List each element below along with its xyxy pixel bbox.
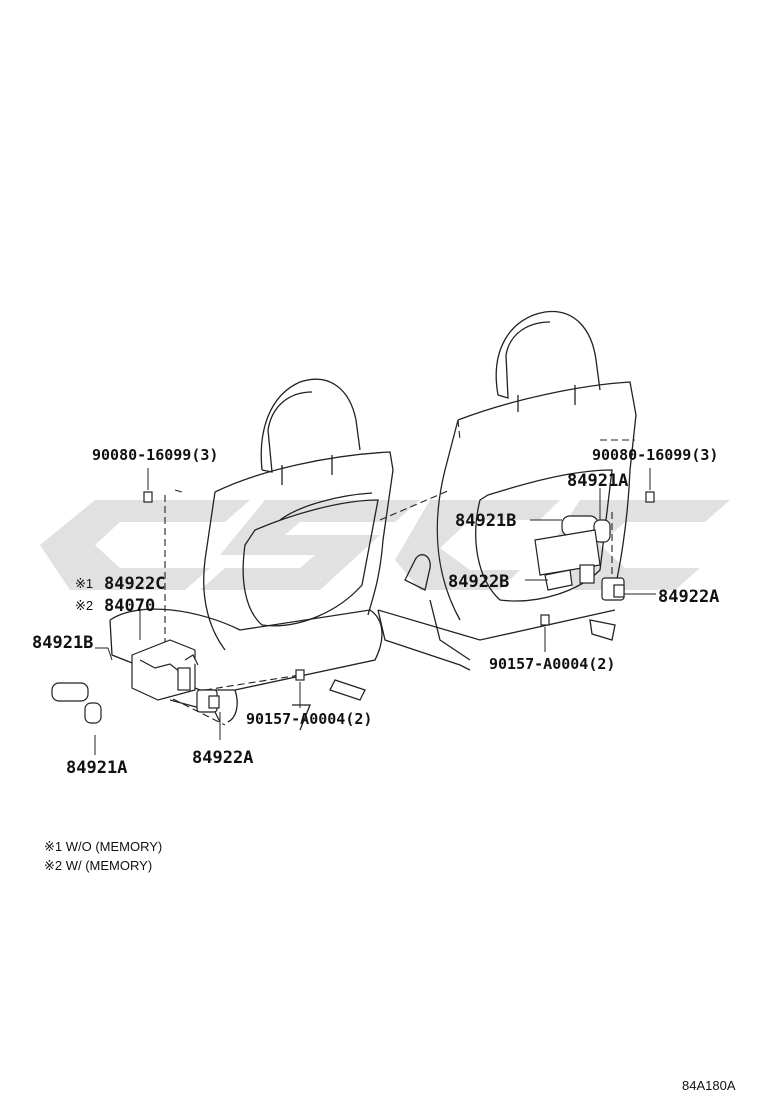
callout-left-screw: 90157-A0004(2) (246, 710, 372, 728)
callout-left-84921a: 84921A (66, 758, 127, 778)
callout-left-84922c: 84922C (104, 574, 165, 594)
callout-right-84921a: 84921A (567, 471, 628, 491)
callout-left-84921b: 84921B (32, 633, 93, 653)
legend-note-2: ※2 W/ (MEMORY) (44, 858, 152, 873)
callout-left-84922a: 84922A (192, 748, 253, 768)
callout-right-84921b: 84921B (455, 511, 516, 531)
left-screw-part (295, 669, 305, 681)
left-leader-lines (94, 608, 301, 755)
marker-1: ※1 (75, 576, 93, 591)
right-knob-84922a-part (601, 577, 625, 601)
marker-2: ※2 (75, 598, 93, 613)
legend-note-1: ※1 W/O (MEMORY) (44, 839, 162, 854)
left-switch-base-part (131, 639, 199, 701)
right-screw-part (540, 614, 550, 626)
left-knob-long-part (51, 682, 89, 702)
callout-left-84070: 84070 (104, 596, 155, 616)
callout-right-84922a: 84922A (658, 587, 719, 607)
callout-right-bolt: 90080-16099(3) (592, 446, 718, 464)
left-knob-84922a-part (196, 689, 220, 713)
callout-right-84922b: 84922B (448, 572, 509, 592)
right-switch-base-part (534, 529, 601, 591)
left-seat-drawing (109, 378, 394, 731)
right-seat-drawing (377, 310, 637, 671)
callout-left-bolt: 90080-16099(3) (92, 446, 218, 464)
left-bolt-part (143, 468, 153, 503)
callout-right-screw: 90157-A0004(2) (489, 655, 615, 673)
diagram-code: 84A180A (682, 1078, 736, 1093)
right-bolt-part (645, 468, 655, 503)
right-leader-lines (525, 488, 656, 652)
left-knob-short-part (84, 702, 102, 724)
